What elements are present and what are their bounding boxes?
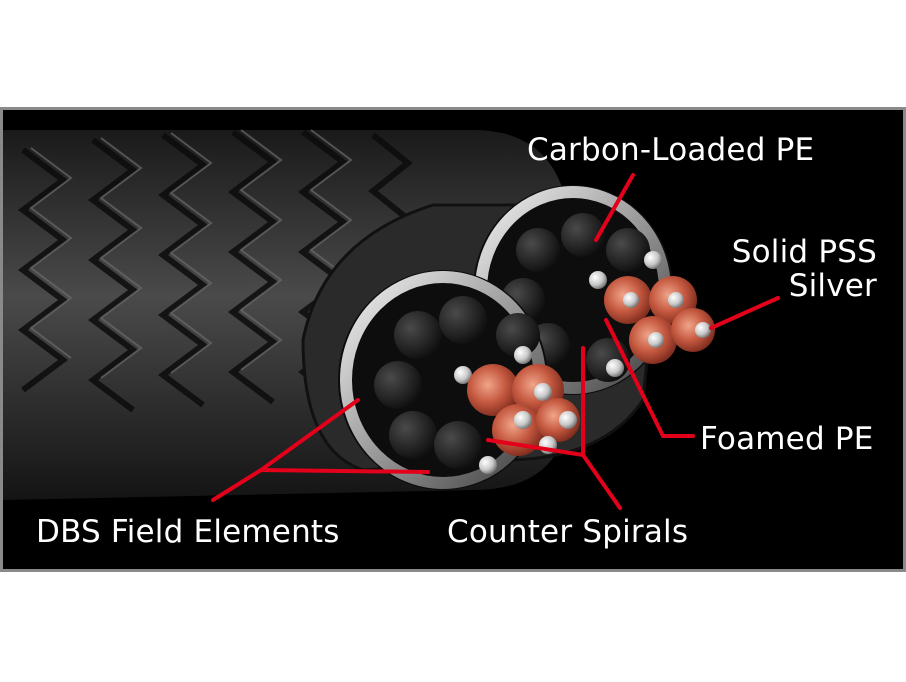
leader-dbs-field-elements-2: [259, 398, 360, 472]
cable-cross-section-illustration: [3, 129, 780, 510]
leader-foamed-pe: [604, 318, 695, 438]
dbs-field-elements-label: DBS Field Elements: [36, 514, 340, 550]
copper-conductors-rear: [604, 276, 715, 364]
leader-carbon-loaded-pe: [594, 173, 635, 242]
counter-spirals-label: Counter Spirals: [447, 514, 689, 550]
copper-conductors-front: [467, 364, 580, 456]
leader-lines: [211, 173, 780, 510]
solid-pss-silver-label: Solid PSS Silver: [732, 235, 877, 303]
foamed-pe-label: Foamed PE: [700, 421, 874, 457]
carbon-loaded-pe-label: Carbon-Loaded PE: [527, 132, 815, 168]
leader-solid-pss-silver: [709, 296, 780, 330]
diagram-frame: Carbon-Loaded PE Solid PSS Silver Foamed…: [0, 107, 906, 572]
solid-pss-label-line2: Silver: [788, 268, 877, 304]
solid-pss-label-line1: Solid PSS: [731, 234, 877, 270]
conductor-group-front: [338, 270, 580, 490]
